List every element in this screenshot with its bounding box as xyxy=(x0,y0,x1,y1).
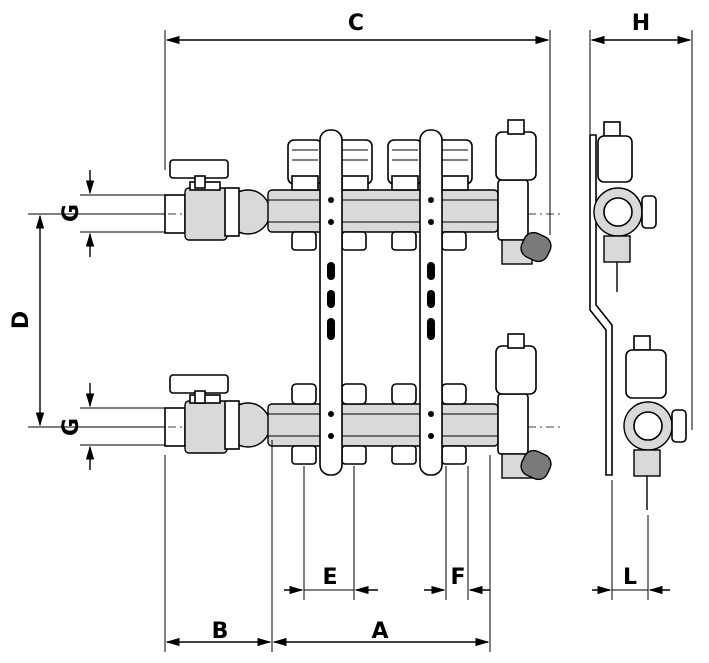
drain-valve-bottom xyxy=(520,449,552,481)
drain-valve-top xyxy=(520,231,552,263)
dimension-e xyxy=(284,466,378,600)
valve-caps-bottom xyxy=(291,383,467,405)
side-view xyxy=(589,121,687,510)
label-d: D xyxy=(9,311,34,329)
label-g-top: G xyxy=(59,204,84,222)
label-h: H xyxy=(632,11,650,36)
return-manifold xyxy=(150,333,560,481)
dimension-g-bottom xyxy=(80,383,165,470)
dimension-c xyxy=(164,30,551,235)
supply-manifold xyxy=(150,119,560,265)
manifold-bar-top xyxy=(267,189,499,233)
label-a: A xyxy=(371,619,388,644)
flow-meters-top xyxy=(287,139,473,191)
dimension-b xyxy=(164,440,273,652)
mounting-brackets xyxy=(319,129,443,476)
manifold-bar-bottom xyxy=(267,403,499,447)
air-vent-top xyxy=(495,131,537,181)
label-g-bottom: G xyxy=(59,418,84,436)
dimension-g-top xyxy=(80,170,165,257)
label-e: E xyxy=(322,565,337,590)
dimension-h xyxy=(589,30,693,430)
dimension-d xyxy=(28,213,165,428)
label-b: B xyxy=(212,619,229,644)
outlets-top-manifold xyxy=(291,231,467,251)
dimension-a xyxy=(272,455,491,652)
air-vent-bottom xyxy=(495,345,537,395)
dimension-f xyxy=(424,466,490,600)
outlets-bottom-manifold xyxy=(291,445,467,465)
dimension-l xyxy=(592,480,670,600)
label-c: C xyxy=(348,11,364,36)
label-l: L xyxy=(623,565,637,590)
label-f: F xyxy=(450,565,465,590)
side-bracket xyxy=(589,134,613,476)
